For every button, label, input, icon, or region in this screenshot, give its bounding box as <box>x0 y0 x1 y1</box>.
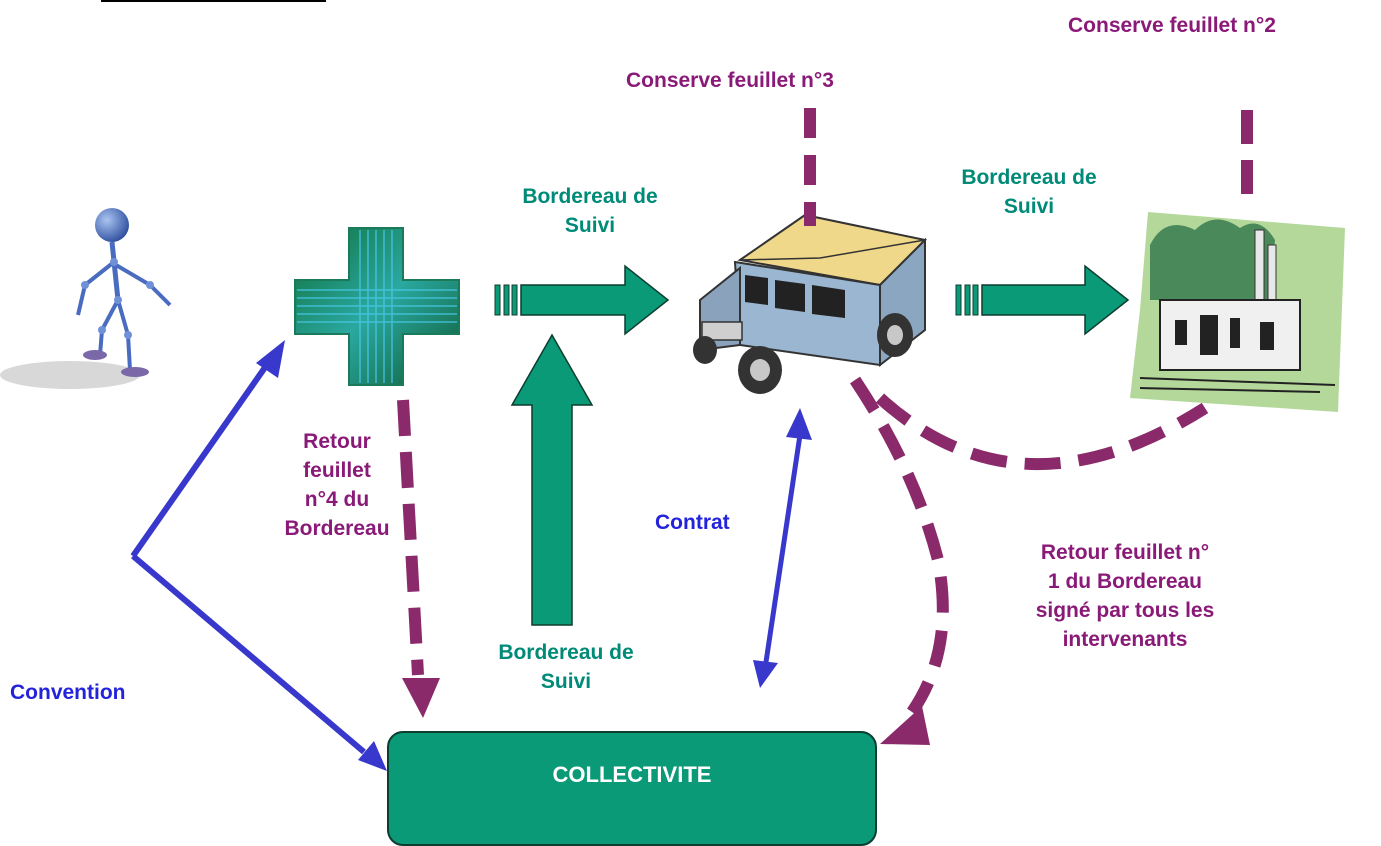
bordereau-line: Bordereau de <box>498 641 634 664</box>
convention-label: Convention <box>10 681 126 704</box>
bordereau-line: Suivi <box>540 670 592 693</box>
armored-truck-icon <box>693 213 928 394</box>
contrat-label: Contrat <box>655 511 730 534</box>
retour-1-line: signé par tous les <box>1035 599 1215 622</box>
dashed-arrow-retour-4 <box>397 399 440 718</box>
retour-4-line: feuillet <box>303 459 371 482</box>
conserve-feuillet-3-label: Conserve feuillet n°3 <box>626 69 834 92</box>
retour-feuillet-1-label: Retour feuillet n° 1 du Bordereau signé … <box>990 538 1260 654</box>
dashed-arrow-retour-1 <box>850 376 949 745</box>
bordereau-line: Suivi <box>1003 195 1055 218</box>
bordereau-label-bottom: Bordereau de Suivi <box>451 638 681 696</box>
retour-1-line: intervenants <box>1062 628 1188 651</box>
retour-feuillet-4-label: Retour feuillet n°4 du Bordereau <box>262 427 412 543</box>
bordereau-line: Bordereau de <box>961 166 1097 189</box>
bordereau-label-left: Bordereau de Suivi <box>475 182 705 240</box>
bordereau-line: Suivi <box>564 214 616 237</box>
bordereau-label-right: Bordereau de Suivi <box>914 163 1144 221</box>
arrow-collectivite-to-bordereau <box>510 333 594 626</box>
convention-arrows <box>130 340 387 771</box>
contrat-double-arrow <box>753 408 812 688</box>
walking-person-icon <box>0 208 172 389</box>
retour-1-line: Retour feuillet n° <box>1040 541 1210 564</box>
top-rule <box>101 0 326 2</box>
retour-4-line: n°4 du <box>304 488 370 511</box>
arrow-truck-to-factory <box>955 264 1130 336</box>
pharmacy-cross-icon <box>294 227 460 386</box>
retour-4-line: Bordereau <box>284 517 390 540</box>
retour-1-line: 1 du Bordereau <box>1047 570 1203 593</box>
arrow-pharmacy-to-truck <box>494 264 670 336</box>
collectivite-box <box>387 731 877 846</box>
dashed-curve-truck-factory <box>875 393 1209 470</box>
conserve-feuillet-2-label: Conserve feuillet n°2 <box>1068 14 1276 37</box>
incineration-plant-icon <box>1130 212 1345 412</box>
collectivite-label: COLLECTIVITE <box>552 762 712 787</box>
retour-4-line: Retour <box>303 430 371 453</box>
bordereau-line: Bordereau de <box>522 185 658 208</box>
